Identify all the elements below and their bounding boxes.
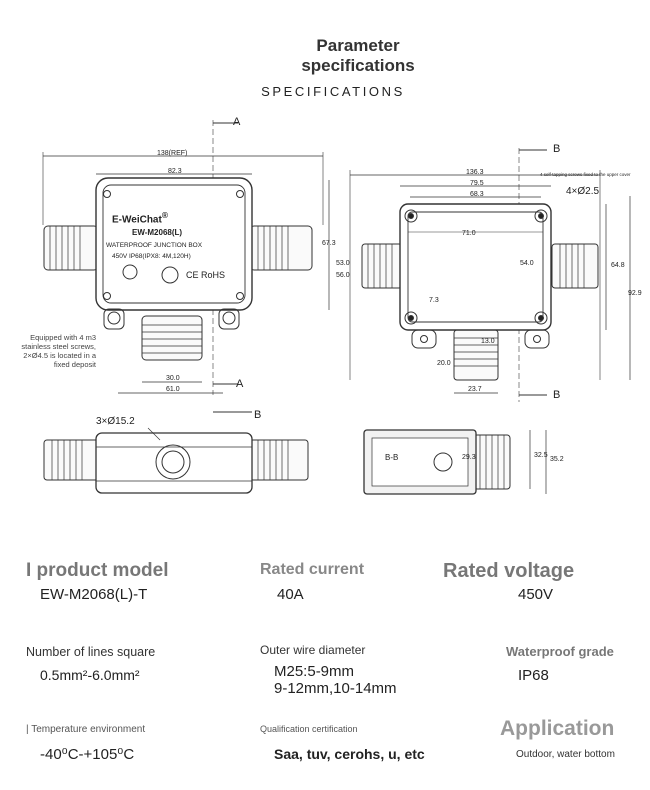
spec-value-application: Outdoor, water bottom: [516, 749, 615, 760]
screws-note: Equipped with 4 m3 stainless steel screw…: [21, 333, 96, 369]
section-b-top: B: [553, 143, 561, 155]
technical-drawing: [42, 120, 631, 495]
title-line-1: Parameter: [316, 36, 400, 55]
dim-holes: 4×Ø2.5: [566, 186, 600, 197]
dim-68: 68.3: [470, 191, 484, 198]
page-title: Parameter specifications: [0, 36, 650, 76]
dim-56: 56.0: [336, 272, 350, 279]
spec-value-temperature: -40⁰C-+105⁰C: [40, 746, 135, 763]
spec-label-lines-square: Number of lines square: [26, 645, 156, 659]
bottom-view: [43, 411, 309, 494]
spec-label-temperature: | Temperature environment: [26, 724, 146, 735]
page-subtitle: SPECIFICATIONS: [261, 84, 405, 99]
dim-67: 67.3: [322, 240, 336, 247]
front-view: [42, 120, 330, 395]
dim-79: 79.5: [470, 180, 484, 187]
dim-54: 54.0: [520, 260, 534, 267]
spec-label-product-model: I product model: [26, 560, 169, 581]
dim-3-holes: 3×Ø15.2: [96, 416, 135, 427]
spec-label-outer-diameter: Outer wire diameter: [260, 643, 366, 657]
dim-138: 138(REF): [157, 150, 188, 157]
section-a-top: A: [233, 116, 241, 128]
spec-value-certification: Saa, tuv, cerohs, u, etc: [274, 746, 425, 762]
dim-30: 30.0: [166, 375, 180, 382]
dim-32: 32.5: [534, 452, 548, 459]
spec-label-rated-voltage: Rated voltage: [443, 560, 575, 582]
dim-53: 53.0: [336, 260, 350, 267]
dim-29: 29.3: [462, 454, 476, 461]
dim-64: 64.8: [611, 262, 625, 269]
dim-23: 23.7: [468, 386, 482, 393]
dim-35: 35.2: [550, 456, 564, 463]
dim-92: 92.9: [628, 290, 642, 297]
section-a-bottom: A: [236, 378, 244, 390]
plate-line-2: WATERPROOF JUNCTION BOX: [106, 242, 203, 249]
spec-value-waterproof: IP68: [518, 667, 549, 684]
dim-13: 13.0: [481, 338, 495, 345]
model-plate: EW-M2068(L): [132, 228, 183, 237]
dim-7: 7.3: [429, 297, 439, 304]
ce-rohs-mark: CE RoHS: [186, 270, 226, 280]
dim-61: 61.0: [166, 386, 180, 393]
spec-value-outer-diameter-1: M25:5-9mm: [274, 663, 355, 680]
spec-value-lines-square: 0.5mm²-6.0mm²: [40, 667, 140, 683]
dim-20: 20.0: [437, 360, 451, 367]
section-bb-label: B-B: [385, 453, 399, 462]
spec-label-certification: Qualification certification: [260, 724, 358, 734]
spec-label-application: Application: [500, 717, 615, 740]
spec-label-rated-current: Rated current: [260, 561, 365, 578]
note-self-tapping: 4 self-tapping screws fixed to the upper…: [540, 172, 631, 177]
title-line-2: specifications: [301, 56, 415, 75]
brand-text: E-WeiChat®: [112, 210, 168, 226]
spec-value-rated-voltage: 450V: [518, 586, 554, 603]
plate-line-3: 450V IP68(IPX8: 4M,120H): [112, 253, 191, 260]
spec-value-rated-current: 40A: [277, 586, 304, 603]
dim-82: 82.3: [168, 168, 182, 175]
spec-value-product-model: EW-M2068(L)-T: [40, 586, 148, 603]
section-view: [349, 148, 631, 402]
section-b-bottom: B: [553, 389, 561, 401]
dim-136: 136.3: [466, 169, 484, 176]
spec-label-waterproof: Waterproof grade: [506, 644, 614, 659]
side-section-view: [363, 429, 547, 495]
spec-value-outer-diameter-2: 9-12mm,10-14mm: [274, 680, 397, 697]
dim-71: 71.0: [462, 230, 476, 237]
section-b-mid: B: [254, 409, 262, 421]
